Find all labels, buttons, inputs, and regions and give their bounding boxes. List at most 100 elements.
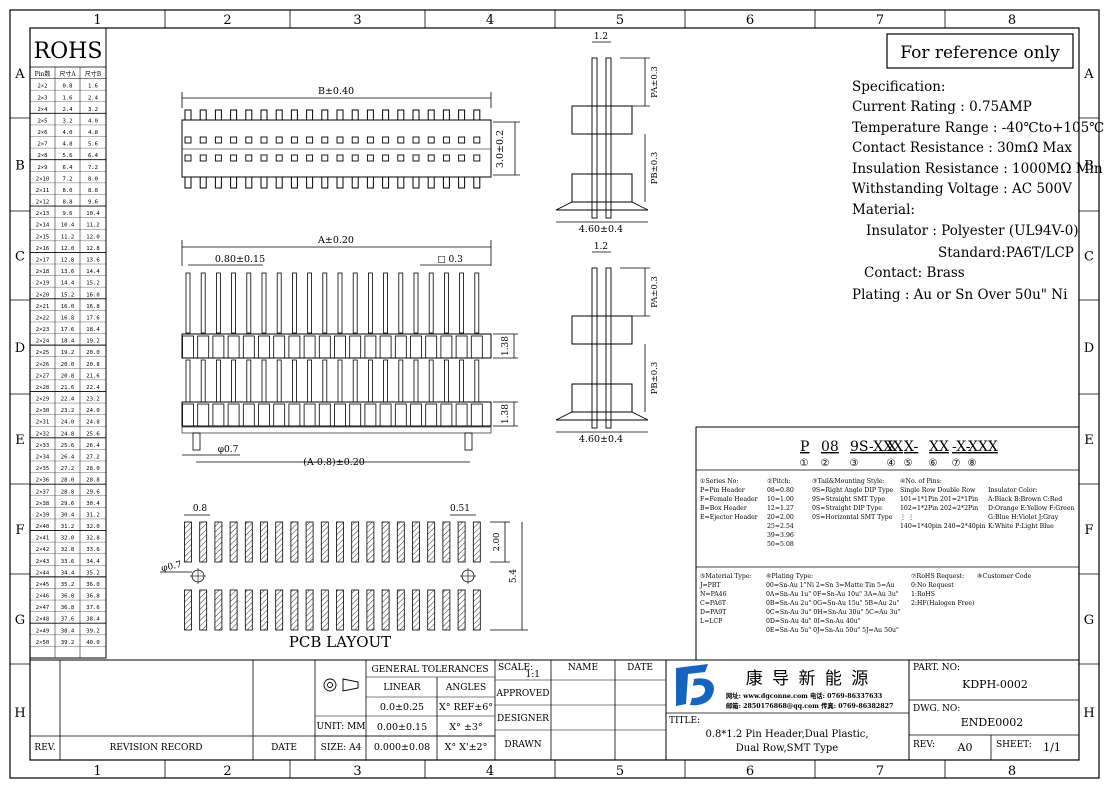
front-pin-body (394, 335, 407, 359)
front-pin-foot (410, 403, 422, 427)
side-pin (591, 57, 598, 219)
rohs-cell: 12.8 (61, 258, 75, 264)
spec-line: Material: (852, 202, 915, 218)
top-pin-tail (245, 177, 253, 189)
pcb-08-text: 0.8 (193, 504, 208, 514)
dim-pb-text: PB±0.3 (650, 152, 660, 185)
front-pin-upper (291, 272, 297, 334)
top-pin-tail (306, 109, 314, 120)
rohs-cell: 23.2 (86, 397, 99, 403)
top-pin-tail (366, 177, 374, 189)
zone-row-right: D (1084, 341, 1094, 356)
rohs-cell: 3.2 (62, 118, 72, 124)
top-pin-square (260, 136, 268, 144)
pcb-layout-title: PCB LAYOUT (289, 633, 391, 651)
rohs-cell: 7.2 (88, 165, 98, 171)
name-header: NAME (568, 663, 598, 673)
top-pin-tail (199, 177, 207, 189)
spec-line: Specification: (852, 79, 946, 95)
front-pin-body (273, 335, 286, 359)
rohs-cell: 36.8 (61, 605, 75, 611)
top-pin-tail (412, 177, 420, 189)
spec-line: Plating : Au or Sn Over 50u" Ni (852, 287, 1068, 303)
front-pin-mid (246, 359, 252, 403)
rohs-cell: 28.8 (86, 478, 100, 484)
zone-row-right: A (1083, 67, 1094, 82)
pcb-pad (457, 589, 466, 631)
top-pin-square (306, 154, 314, 162)
pcb-pad (184, 521, 192, 563)
front-pin-upper (352, 272, 358, 334)
spec-line: Standard:PA6T/LCP (938, 245, 1074, 261)
pcb-pad (412, 521, 420, 563)
part-code-seg: XX (929, 439, 949, 455)
rohs-cell: 37.6 (86, 605, 99, 611)
rohs-cell: 2×9 (37, 165, 47, 171)
rohs-cell: 2×35 (36, 466, 49, 472)
top-pin-tail (275, 109, 283, 120)
legend-color: A:Black B:Brown C:Red (987, 496, 1062, 503)
legend-plating: 0D=Sn-Au 4u" 0I=Sn-Au 40u" (766, 618, 861, 625)
company-logo (676, 664, 714, 706)
dim-pb-text: PB±0.3 (650, 362, 660, 395)
general-tolerances: GENERAL TOLERANCES (371, 665, 488, 675)
designer-label: DESIGNER (497, 714, 549, 724)
side-pin (605, 57, 612, 219)
legend-pitch: 50=5.08 (767, 541, 794, 548)
drawing-title-1: 0.8*1.2 Pin Header,Dual Plastic, (705, 729, 868, 740)
part-no-value: KDPH-0002 (962, 678, 1028, 691)
top-pin-tail (290, 177, 298, 189)
rohs-cell: 20.0 (86, 350, 99, 356)
rohs-cell: 24.0 (86, 408, 99, 414)
top-pin-tail (214, 177, 222, 189)
front-pin-body (349, 335, 362, 359)
rev-value: A0 (957, 741, 973, 754)
front-pin-foot (470, 403, 483, 427)
rohs-cell: 2×38 (36, 501, 50, 507)
rohs-cell: 26.4 (61, 455, 75, 461)
front-housing-lower (181, 401, 492, 427)
rohs-cell: 4.8 (62, 142, 73, 148)
top-pin-square (199, 154, 207, 162)
legend-pitch: 25=2.54 (767, 523, 794, 530)
legend-rohs: 1:RoHS (911, 591, 935, 598)
unit-label: UNIT: MM (316, 722, 365, 732)
top-pin-tail (412, 109, 420, 120)
rohs-cell: 2.4 (88, 95, 99, 101)
front-pin-foot (212, 403, 225, 427)
top-pin-tail (199, 109, 207, 120)
rohs-header: 尺寸A (59, 70, 76, 78)
zone-row-left: D (15, 341, 25, 356)
pcb-pad (199, 589, 208, 631)
legend-plating: 0C=Sn-Au 3u" 0H=Sn-Au 30u" 5C=Au 3u" (766, 609, 900, 616)
rohs-cell: 2×45 (36, 582, 49, 588)
front-pin-body (364, 335, 377, 359)
front-pin-upper (246, 272, 252, 334)
top-pin-square (214, 136, 222, 144)
dim-12-text: 1.2 (594, 32, 608, 42)
rohs-cell: 1.6 (88, 84, 98, 90)
front-pin-upper (215, 272, 221, 334)
pcb-pad (412, 589, 420, 631)
front-pin-mid (398, 359, 404, 403)
side-view-a: 1.2PA±0.3PB±0.34.60±0.4 (555, 32, 660, 235)
rohs-cell: 12.0 (61, 246, 74, 252)
front-pin-mid (307, 359, 313, 403)
projection-symbol (342, 678, 359, 692)
rohs-cell: 2×25 (36, 350, 49, 356)
front-pin-upper (383, 272, 389, 334)
top-pin-square (214, 154, 222, 162)
rohs-cell: 35.2 (61, 582, 74, 588)
part-code-seg: -X- (952, 439, 971, 455)
spec-line: Contact: Brass (864, 265, 965, 281)
front-pin-upper (307, 272, 313, 334)
rohs-cell: 2×50 (36, 640, 49, 646)
front-pin-foot (425, 403, 438, 427)
legend-series: B=Box Header (700, 505, 747, 512)
top-pin-tail (473, 109, 481, 120)
rohs-cell: 34.4 (86, 559, 100, 565)
top-pin-tail (321, 177, 329, 189)
front-pin-body (379, 335, 392, 359)
pcb-pad (305, 589, 314, 631)
